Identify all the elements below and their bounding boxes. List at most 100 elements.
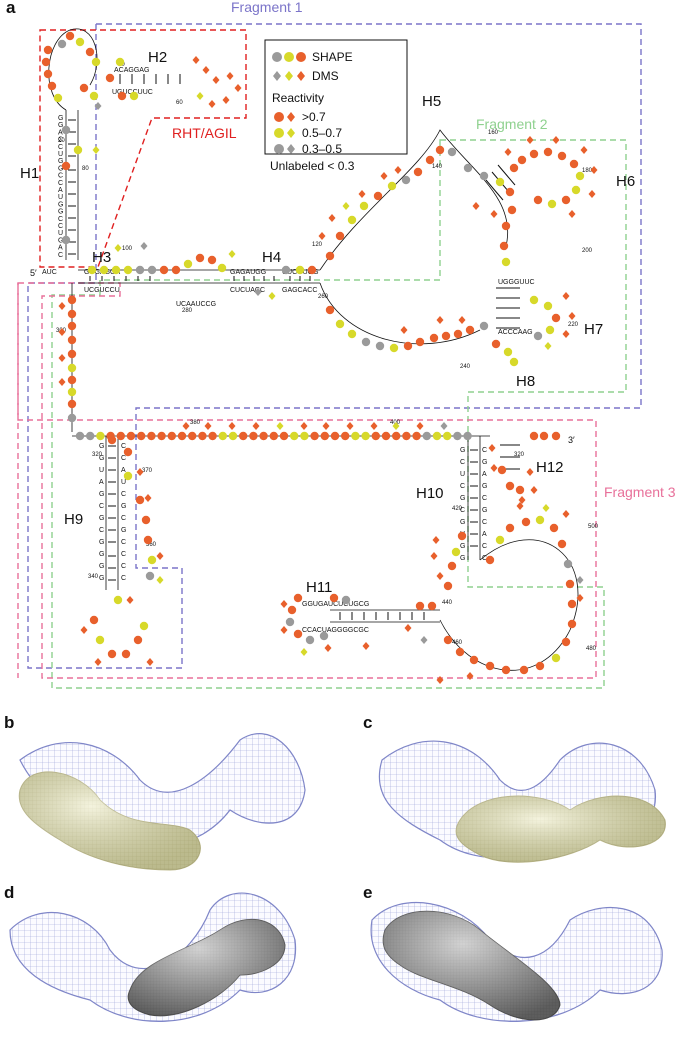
- shape-marker: [375, 341, 385, 351]
- position-label: 80: [82, 166, 89, 172]
- h9-right-nt: C: [121, 491, 126, 498]
- dms-marker: [432, 536, 440, 544]
- h1-stem-nt: A: [58, 245, 63, 252]
- shape-marker: [425, 155, 435, 165]
- position-label: 340: [88, 574, 99, 580]
- dms-marker: [516, 502, 524, 510]
- shape-marker: [453, 329, 463, 339]
- position-label: 100: [122, 246, 133, 252]
- em-panel-d: [9, 892, 297, 1022]
- h10-left-nt: C: [460, 459, 465, 466]
- dms-marker: [80, 626, 88, 634]
- shape-marker: [67, 349, 77, 359]
- dms-marker: [156, 576, 164, 584]
- shape-marker: [123, 471, 133, 481]
- helix-h3: H3: [92, 249, 111, 266]
- h9-right-nt: C: [121, 515, 126, 522]
- shape-marker: [519, 665, 529, 675]
- shape-marker: [195, 253, 205, 263]
- h10-left-nt: G: [460, 495, 465, 502]
- shape-marker: [403, 341, 413, 351]
- shape-marker: [121, 649, 131, 659]
- shape-marker: [113, 595, 123, 605]
- dms-marker: [436, 676, 444, 684]
- dms-marker: [542, 504, 550, 512]
- shape-marker: [259, 431, 268, 441]
- shape-marker: [217, 263, 227, 273]
- legend-level-mid: 0.5–0.7: [302, 126, 342, 140]
- shape-marker: [505, 523, 515, 533]
- position-label: 460: [452, 640, 463, 646]
- shape-marker: [129, 91, 139, 101]
- dms-marker: [328, 214, 336, 222]
- h1-stem-nt: C: [58, 137, 63, 144]
- shape-marker: [427, 601, 437, 611]
- shape-marker: [67, 387, 77, 397]
- dms-marker: [346, 422, 354, 430]
- shape-marker: [575, 171, 585, 181]
- shape-marker: [443, 635, 453, 645]
- shape-marker: [198, 431, 207, 441]
- h10-right-nt: G: [482, 483, 487, 490]
- dms-marker: [228, 422, 236, 430]
- reactivity-markers: [41, 31, 598, 684]
- dms-marker: [544, 342, 552, 350]
- shape-marker: [89, 91, 99, 101]
- fragment-3-outline: [17, 282, 597, 679]
- shape-marker: [159, 265, 169, 275]
- dms-marker: [276, 422, 284, 430]
- h7-top-seq: UGGGUUC: [498, 279, 535, 286]
- h1-stem-nt: C: [58, 223, 63, 230]
- dms-marker: [126, 596, 134, 604]
- shape-marker: [279, 431, 289, 441]
- dms-marker: [202, 66, 210, 74]
- shape-marker: [319, 631, 329, 641]
- shape-marker: [305, 635, 315, 645]
- h11-bottom-seq: CCACUAGGGGCGC: [302, 627, 369, 634]
- shape-marker: [515, 485, 525, 495]
- fragment-1-label: Fragment 1: [231, 0, 303, 15]
- shape-marker: [529, 149, 539, 159]
- dms-marker: [254, 288, 262, 296]
- h1-stem-nt: A: [58, 129, 63, 136]
- shape-marker: [249, 431, 258, 441]
- dms-marker: [136, 468, 144, 476]
- h4-top-seq: GAGAUGG: [230, 269, 266, 276]
- helix-h11: H11: [306, 579, 332, 596]
- h9-left-nt: G: [99, 455, 104, 462]
- dms-marker: [144, 494, 152, 502]
- shape-marker: [79, 83, 89, 93]
- dms-marker: [590, 166, 598, 174]
- dms-marker: [268, 292, 276, 300]
- shape-marker: [505, 187, 515, 197]
- shape-marker: [347, 215, 357, 225]
- position-label: 260: [318, 294, 329, 300]
- h9-left-nt: C: [99, 527, 104, 534]
- em-panel-b: [18, 733, 306, 871]
- shape-marker: [325, 305, 335, 315]
- h11-top-seq: GGUGAUCUCUGCG: [302, 601, 369, 608]
- h1-stem-nt: C: [58, 144, 63, 151]
- shape-marker: [422, 431, 431, 441]
- h9-right-nt: C: [121, 551, 126, 558]
- dms-marker: [440, 422, 448, 430]
- dms-marker: [324, 644, 332, 652]
- h9-right-nt: C: [121, 563, 126, 570]
- h1-stem-nt: C: [58, 216, 63, 223]
- shape-marker: [43, 69, 53, 79]
- shape-marker: [228, 431, 238, 441]
- helix-h8: H8: [516, 373, 535, 390]
- position-label: 370: [142, 468, 153, 474]
- dms-marker: [58, 378, 66, 386]
- shape-marker: [359, 201, 369, 211]
- dms-marker: [568, 312, 576, 320]
- h10-left-nt: G: [460, 447, 465, 454]
- shape-marker: [491, 339, 501, 349]
- shape-marker: [126, 431, 136, 441]
- position-label: 20: [58, 138, 65, 144]
- shape-marker: [67, 309, 77, 319]
- base-pairs: [68, 74, 520, 620]
- shape-marker: [381, 431, 391, 441]
- shape-marker: [415, 601, 425, 611]
- shape-marker: [287, 605, 297, 615]
